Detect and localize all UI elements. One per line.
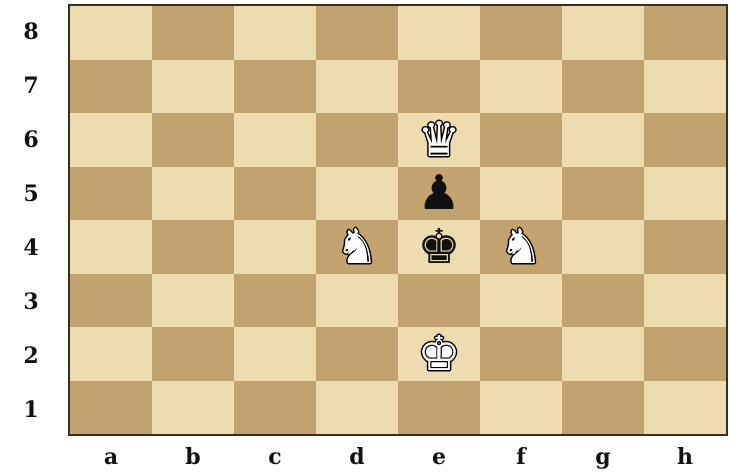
square-c7[interactable]	[234, 60, 316, 114]
square-e8[interactable]	[398, 6, 480, 60]
square-g6[interactable]	[562, 113, 644, 167]
square-g3[interactable]	[562, 274, 644, 328]
square-d8[interactable]	[316, 6, 398, 60]
black-pawn-icon[interactable]: ♟	[417, 169, 460, 217]
file-label-b: b	[152, 444, 234, 470]
square-a1[interactable]	[70, 381, 152, 435]
square-d4[interactable]: ♞	[316, 220, 398, 274]
square-f5[interactable]	[480, 167, 562, 221]
square-d6[interactable]	[316, 113, 398, 167]
rank-label-3: 3	[16, 289, 46, 315]
square-d1[interactable]	[316, 381, 398, 435]
file-label-h: h	[644, 444, 726, 470]
square-a8[interactable]	[70, 6, 152, 60]
file-label-e: e	[398, 444, 480, 470]
square-b4[interactable]	[152, 220, 234, 274]
square-b5[interactable]	[152, 167, 234, 221]
square-c2[interactable]	[234, 327, 316, 381]
white-queen-icon[interactable]: ♛	[417, 116, 460, 164]
square-h6[interactable]	[644, 113, 726, 167]
square-f8[interactable]	[480, 6, 562, 60]
square-d2[interactable]	[316, 327, 398, 381]
square-a5[interactable]	[70, 167, 152, 221]
square-f1[interactable]	[480, 381, 562, 435]
rank-label-6: 6	[16, 127, 46, 153]
square-h4[interactable]	[644, 220, 726, 274]
white-knight-icon[interactable]: ♞	[335, 223, 378, 271]
square-h5[interactable]	[644, 167, 726, 221]
square-c5[interactable]	[234, 167, 316, 221]
square-d5[interactable]	[316, 167, 398, 221]
square-b6[interactable]	[152, 113, 234, 167]
rank-label-4: 4	[16, 235, 46, 261]
square-a7[interactable]	[70, 60, 152, 114]
white-king-icon[interactable]: ♚	[417, 330, 460, 378]
rank-label-1: 1	[16, 397, 46, 423]
square-g7[interactable]	[562, 60, 644, 114]
chess-board: ♛ ♟ ♞ ♚ ♞ ♚	[68, 4, 728, 436]
square-f6[interactable]	[480, 113, 562, 167]
square-e4[interactable]: ♚	[398, 220, 480, 274]
white-knight-icon[interactable]: ♞	[499, 223, 542, 271]
square-d3[interactable]	[316, 274, 398, 328]
file-label-f: f	[480, 444, 562, 470]
square-g5[interactable]	[562, 167, 644, 221]
square-c4[interactable]	[234, 220, 316, 274]
square-d7[interactable]	[316, 60, 398, 114]
square-b8[interactable]	[152, 6, 234, 60]
square-g8[interactable]	[562, 6, 644, 60]
square-a4[interactable]	[70, 220, 152, 274]
square-e3[interactable]	[398, 274, 480, 328]
square-b2[interactable]	[152, 327, 234, 381]
square-b3[interactable]	[152, 274, 234, 328]
file-label-g: g	[562, 444, 644, 470]
square-c1[interactable]	[234, 381, 316, 435]
square-a6[interactable]	[70, 113, 152, 167]
square-g2[interactable]	[562, 327, 644, 381]
rank-label-8: 8	[16, 19, 46, 45]
square-h7[interactable]	[644, 60, 726, 114]
square-g4[interactable]	[562, 220, 644, 274]
square-f7[interactable]	[480, 60, 562, 114]
square-c6[interactable]	[234, 113, 316, 167]
square-f4[interactable]: ♞	[480, 220, 562, 274]
square-e7[interactable]	[398, 60, 480, 114]
square-a2[interactable]	[70, 327, 152, 381]
black-king-icon[interactable]: ♚	[417, 223, 460, 271]
square-e1[interactable]	[398, 381, 480, 435]
rank-label-2: 2	[16, 343, 46, 369]
file-label-c: c	[234, 444, 316, 470]
square-b7[interactable]	[152, 60, 234, 114]
square-h8[interactable]	[644, 6, 726, 60]
rank-label-7: 7	[16, 73, 46, 99]
file-label-d: d	[316, 444, 398, 470]
square-e2[interactable]: ♚	[398, 327, 480, 381]
square-b1[interactable]	[152, 381, 234, 435]
square-e5[interactable]: ♟	[398, 167, 480, 221]
square-c3[interactable]	[234, 274, 316, 328]
square-f3[interactable]	[480, 274, 562, 328]
square-h2[interactable]	[644, 327, 726, 381]
square-a3[interactable]	[70, 274, 152, 328]
square-e6[interactable]: ♛	[398, 113, 480, 167]
square-h3[interactable]	[644, 274, 726, 328]
square-c8[interactable]	[234, 6, 316, 60]
square-g1[interactable]	[562, 381, 644, 435]
square-h1[interactable]	[644, 381, 726, 435]
square-f2[interactable]	[480, 327, 562, 381]
rank-label-5: 5	[16, 181, 46, 207]
file-label-a: a	[70, 444, 152, 470]
